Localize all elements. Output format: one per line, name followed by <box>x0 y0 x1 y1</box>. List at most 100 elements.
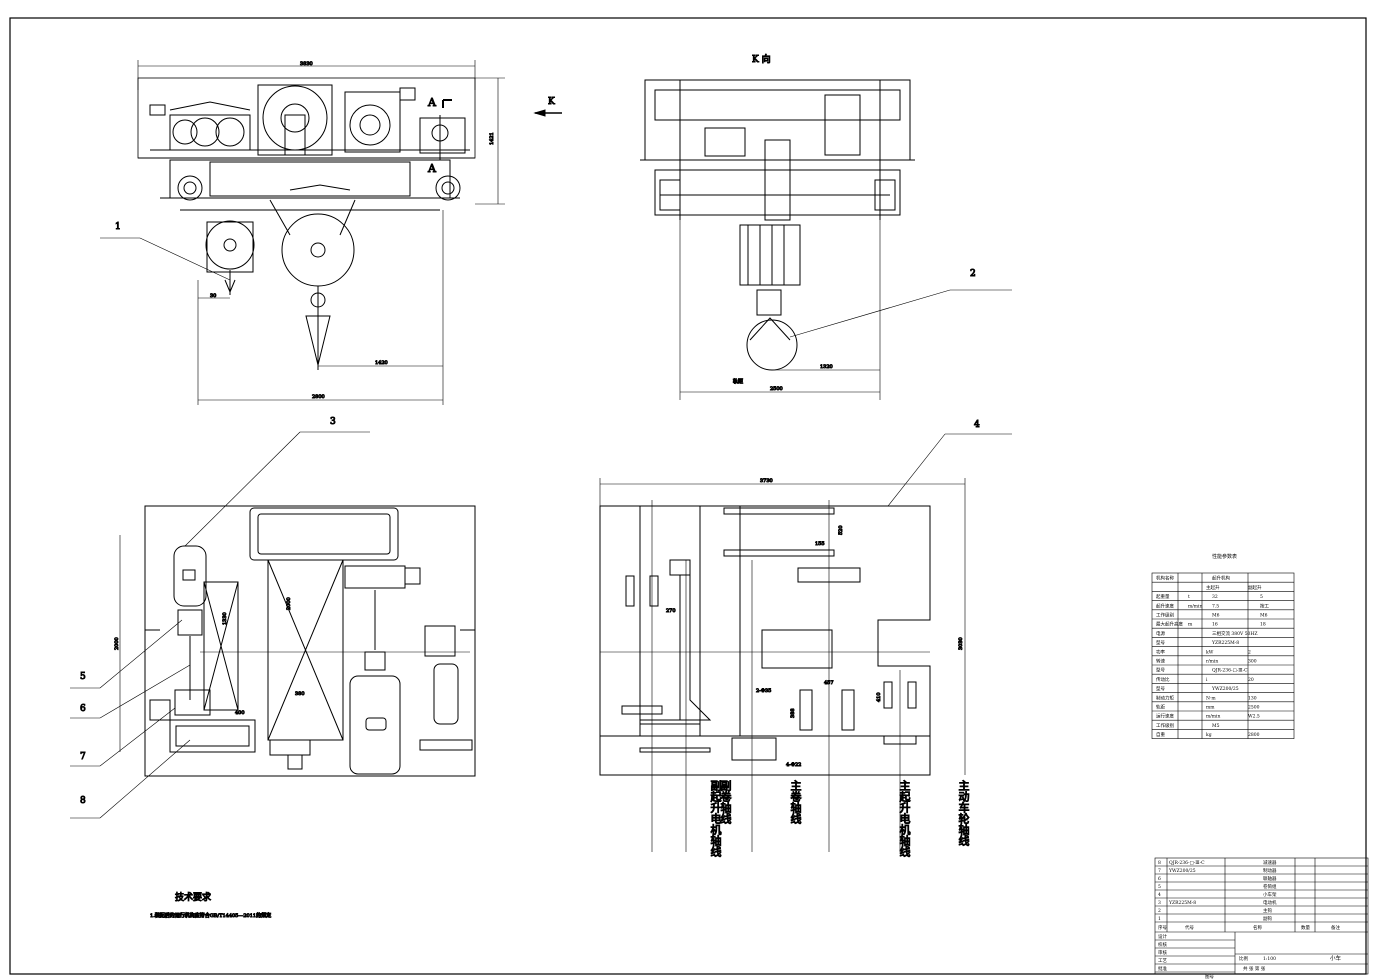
sheet-border <box>9 17 1367 975</box>
axis-aux-drum-text: 副卷轴线 <box>688 780 732 824</box>
axis-label-main-drum: 主卷轴线 <box>758 780 802 824</box>
part-code: YZR225M-8 <box>1168 900 1196 906</box>
part-name: 联轴器 <box>1263 875 1277 882</box>
part-no: 1 <box>1158 916 1161 922</box>
param-cell: 传动比 <box>1156 676 1170 683</box>
section-mark-top: A <box>427 96 437 109</box>
axis-label-aux-drum: 副卷轴线 <box>688 780 732 824</box>
part-no: 8 <box>1158 860 1161 866</box>
callout-5: 5 <box>80 672 86 682</box>
plan-small-dim: 400 <box>235 710 245 716</box>
callout-6: 6 <box>80 704 86 714</box>
callout-4: 4 <box>974 420 980 430</box>
frame-width-dim: 3730 <box>760 478 773 484</box>
param-cell: 型号 <box>1156 667 1165 674</box>
frame-hole-note-2: 4-Φ22 <box>786 762 801 768</box>
sheet-info: 共 张 第 张 <box>1243 965 1266 972</box>
param-cell: 工作级别 <box>1156 722 1174 729</box>
param-cell: 转速 <box>1156 658 1165 665</box>
frame-dim-410: 410 <box>876 692 882 702</box>
param-cell: 18 <box>1260 622 1266 628</box>
part-name: 副钩 <box>1263 915 1272 922</box>
k-gauge-dim: 2500 <box>770 386 783 392</box>
part-no: 2 <box>1158 908 1161 914</box>
axis-main-drum-text: 主卷轴线 <box>758 780 802 824</box>
title-header: 数量 <box>1301 924 1310 931</box>
param-cell: 机构名称 <box>1156 575 1174 582</box>
front-span-dim: 2800 <box>312 394 325 400</box>
frame-dim-520: 520 <box>838 525 844 535</box>
param-cell: 2800 <box>1248 732 1260 738</box>
role-label: 校核 <box>1158 941 1167 948</box>
front-width-dim: 3830 <box>300 61 313 67</box>
callout-2: 2 <box>970 269 976 279</box>
param-cell: YWZ200/25 <box>1211 686 1239 692</box>
param-cell: 起升速度 <box>1156 602 1174 609</box>
param-cell: 主起升 <box>1206 584 1220 591</box>
param-cell: t <box>1188 594 1190 600</box>
param-cell: 自重 <box>1156 731 1165 738</box>
tech-title: 技术要求 <box>175 891 211 903</box>
part-no: 7 <box>1158 868 1161 874</box>
frame-hole-note-1: 2-Φ35 <box>756 688 771 694</box>
k-arrow-label: K <box>548 97 555 107</box>
part-name: 电动机 <box>1263 899 1277 906</box>
plan-left-dim: 2000 <box>114 637 120 650</box>
param-cell: 300 <box>1248 659 1257 665</box>
scale-value: 1:100 <box>1263 956 1276 962</box>
part-no: 3 <box>1158 900 1161 906</box>
param-cell: 16 <box>1212 622 1218 628</box>
param-cell: 32 <box>1212 594 1218 600</box>
param-cell: 三相交流 380V 50HZ <box>1212 630 1257 637</box>
param-cell: M5 <box>1212 723 1220 729</box>
role-label: 设计 <box>1158 933 1167 940</box>
param-cell: 功率 <box>1156 648 1165 655</box>
part-code: QJR-236-□-Ⅲ-C <box>1169 860 1205 866</box>
title-header: 序号 <box>1158 924 1167 931</box>
frame-dim-155: 155 <box>815 541 825 547</box>
axis-label-main-motor: 主起升电机轴线 <box>834 780 911 857</box>
param-cell: 制动力矩 <box>1156 694 1174 701</box>
callout-7: 7 <box>80 752 86 762</box>
param-cell: 最大起升高度 <box>1156 621 1183 628</box>
role-label: 批准 <box>1158 965 1167 972</box>
plan-gear-dim: 1330 <box>222 612 228 625</box>
param-cell: 20 <box>1248 677 1254 683</box>
param-cell: r/min <box>1206 659 1218 665</box>
front-height-dim: 1421 <box>489 132 495 145</box>
role-label: 工艺 <box>1158 958 1167 964</box>
param-cell: 2 <box>1248 649 1251 655</box>
param-table-caption: 性能参数表 <box>1212 553 1237 560</box>
title-header: 名称 <box>1253 924 1262 931</box>
k-view: K 向 K 1320 2500 轨距 2 <box>533 53 1012 400</box>
param-cell: YZR225M-8 <box>1211 640 1239 646</box>
part-name: 主钩 <box>1263 907 1272 914</box>
plan-mid-dim: 380 <box>295 691 305 697</box>
param-cell: kg <box>1206 732 1212 738</box>
param-cell: N·m <box>1206 695 1216 701</box>
front-hook-dim: 1420 <box>375 360 388 366</box>
param-cell: 起重量 <box>1156 593 1170 600</box>
part-name: 卷筒组 <box>1263 883 1277 890</box>
plan-frame-view: 3730 3030 520 155 270 4-Φ22 2-Φ35 457 38… <box>599 420 1012 857</box>
param-cell: 电源 <box>1156 630 1165 637</box>
tech-note: 1.装配后的运行机构应符合GB/T14405—2011的规定 <box>150 912 271 919</box>
front-offset-dim: 30 <box>210 293 216 299</box>
param-cell: 5 <box>1260 594 1263 600</box>
param-cell: i <box>1206 677 1208 683</box>
param-cell: 130 <box>1248 695 1257 701</box>
role-label: 审核 <box>1158 949 1167 956</box>
part-code: YWZ200/25 <box>1168 868 1196 874</box>
org-label: 图号 <box>1205 974 1214 980</box>
param-cell: QJR-236-□-Ⅲ-C <box>1212 668 1248 674</box>
frame-height-dim: 3030 <box>958 637 964 650</box>
param-cell: 7.5 <box>1212 603 1219 609</box>
drawing-title: 小车 <box>1330 954 1342 962</box>
param-cell: M6 <box>1212 613 1220 619</box>
callout-8: 8 <box>80 796 86 806</box>
scale-label: 比例 <box>1239 955 1248 962</box>
part-name: 制动器 <box>1263 867 1277 874</box>
